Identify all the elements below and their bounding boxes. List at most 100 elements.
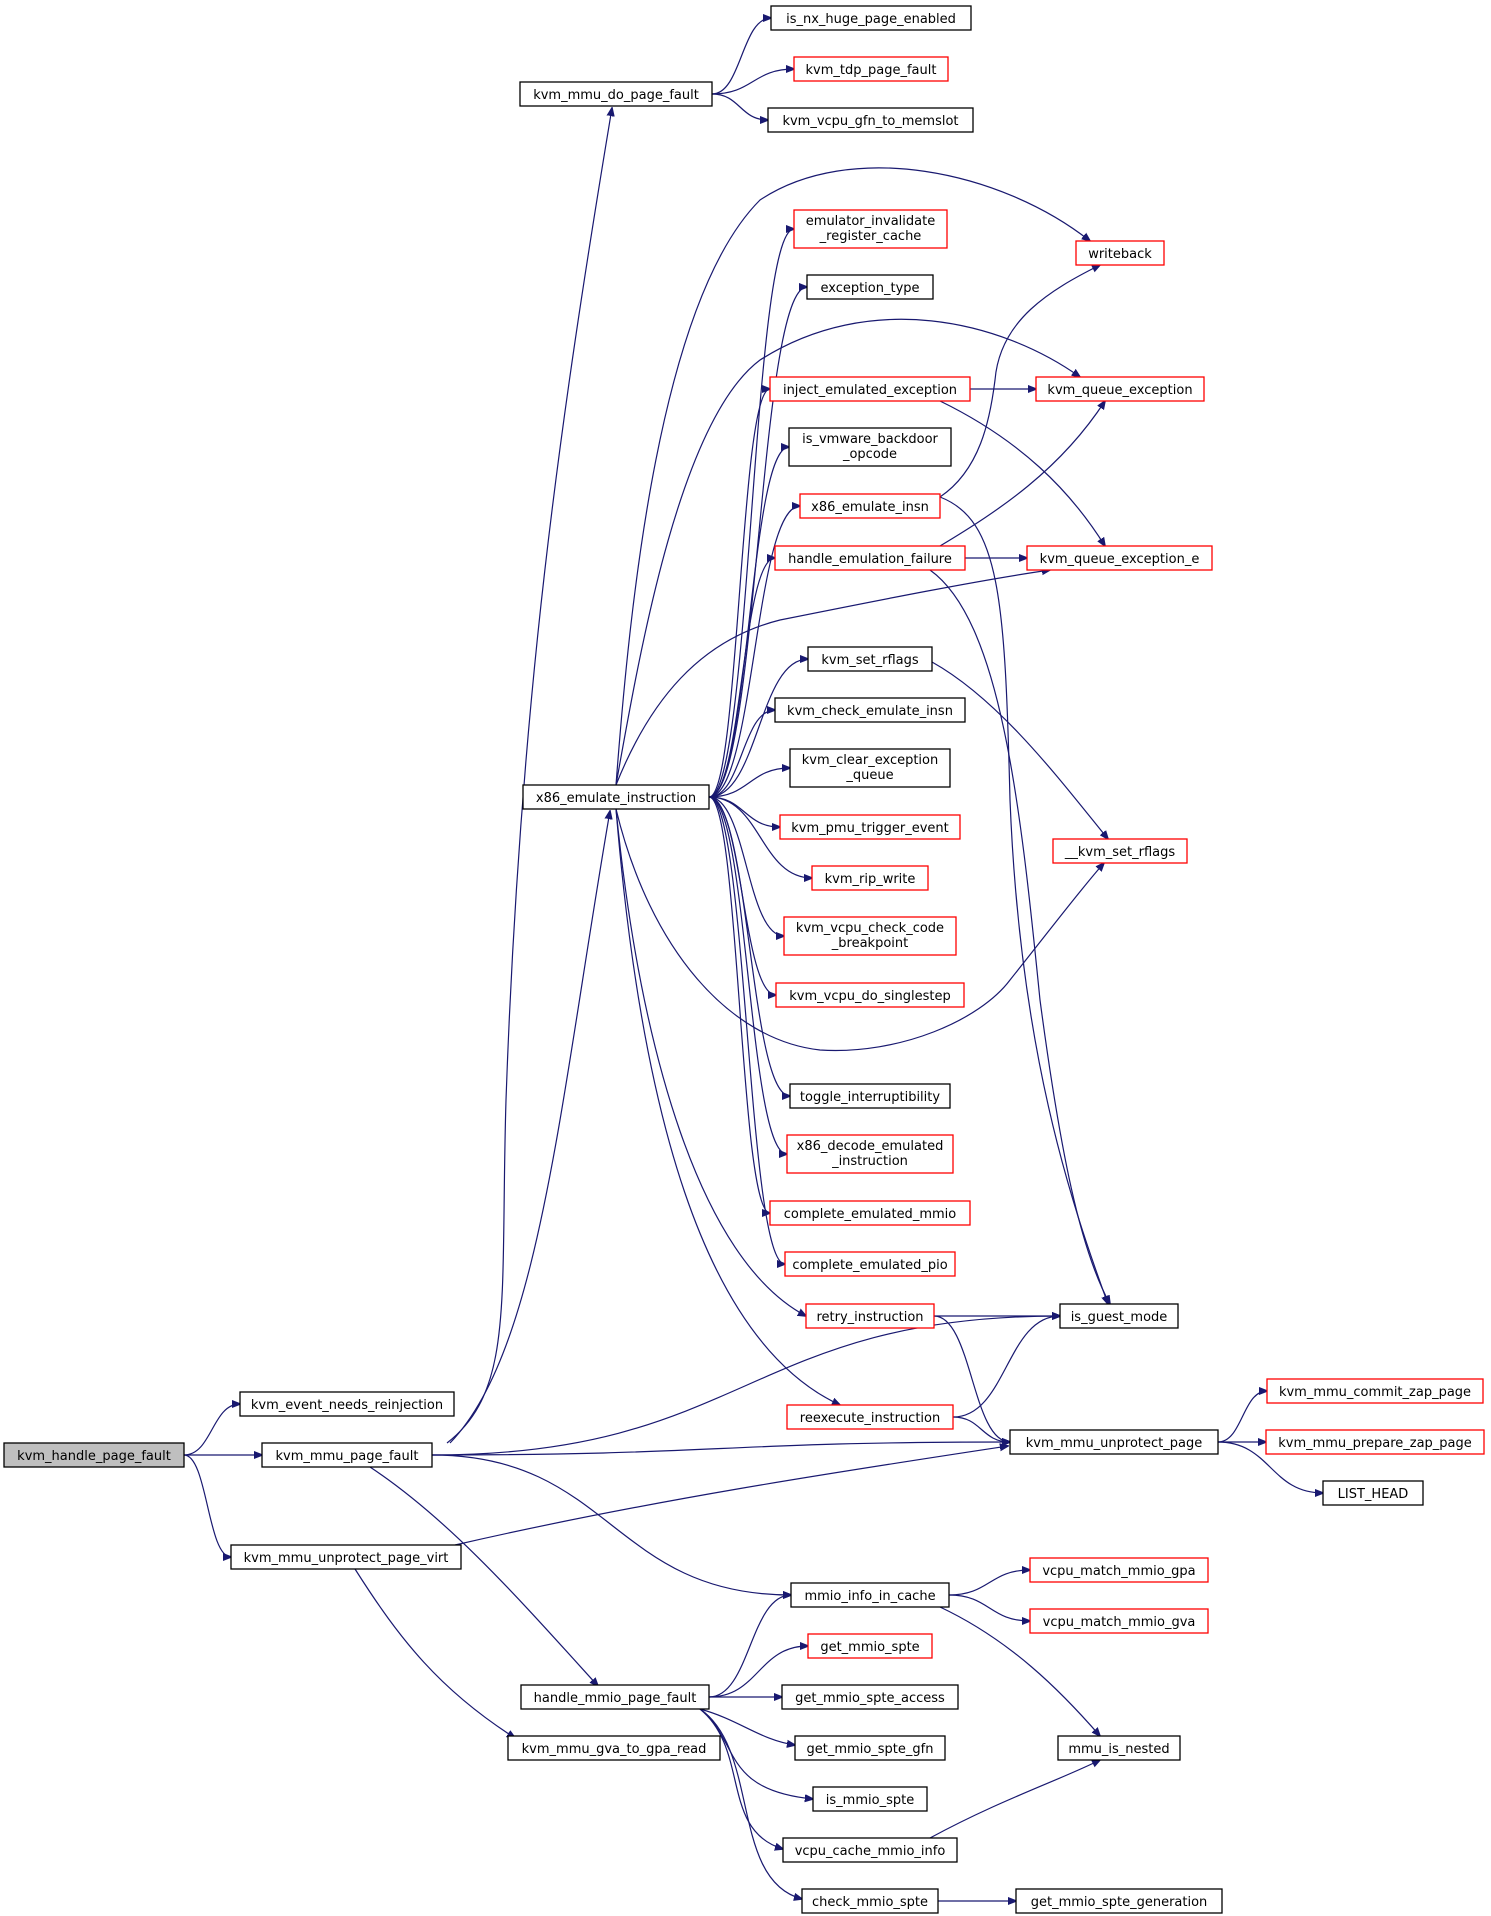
edge-mmio_info_in_cache-to-mmu_is_nested xyxy=(939,1606,1100,1736)
node-label: _opcode xyxy=(842,447,897,462)
node-box xyxy=(811,865,929,891)
node-box xyxy=(779,814,961,840)
edge-reexecute_instruction-to-kvm_mmu_unprotect_page xyxy=(952,1416,1010,1442)
node-label: is_guest_mode xyxy=(1071,1310,1168,1325)
node-box xyxy=(507,1735,721,1761)
edge-x86_emulate_instruction-to-x86_emulate_insn xyxy=(708,506,800,798)
edge-kvm_mmu_page_fault-to-x86_emulate_instruction xyxy=(449,811,610,1444)
node-mmio_info_in_cache[interactable]: mmio_info_in_cache xyxy=(790,1582,950,1608)
edge-x86_emulate_instruction-to-writeback xyxy=(615,167,1090,786)
node-kvm_rip_write[interactable]: kvm_rip_write xyxy=(811,865,929,891)
node-complete_emulated_pio[interactable]: complete_emulated_pio xyxy=(784,1251,956,1277)
node-x86_emulate_instruction[interactable]: x86_emulate_instruction xyxy=(522,784,710,810)
node-kvm_mmu_unprotect_page[interactable]: kvm_mmu_unprotect_page xyxy=(1009,1429,1219,1455)
node-get_mmio_spte_access[interactable]: get_mmio_spte_access xyxy=(781,1684,959,1710)
node-label: inject_emulated_exception xyxy=(783,383,957,398)
node-reexecute_instruction[interactable]: reexecute_instruction xyxy=(786,1404,954,1430)
node-kvm_mmu_prepare_zap_page[interactable]: kvm_mmu_prepare_zap_page xyxy=(1265,1429,1485,1455)
node-vcpu_cache_mmio_info[interactable]: vcpu_cache_mmio_info xyxy=(782,1837,958,1863)
node-kvm_check_emulate_insn[interactable]: kvm_check_emulate_insn xyxy=(774,697,966,723)
node-LIST_HEAD[interactable]: LIST_HEAD xyxy=(1322,1480,1424,1506)
edge-kvm_mmu_page_fault-to-handle_mmio_page_fault xyxy=(369,1466,598,1686)
node-kvm_mmu_gva_to_gpa_read[interactable]: kvm_mmu_gva_to_gpa_read xyxy=(507,1735,721,1761)
node-box xyxy=(230,1544,462,1570)
edge-kvm_mmu_page_fault-to-kvm_mmu_do_page_fault xyxy=(446,108,612,1444)
node-complete_emulated_mmio[interactable]: complete_emulated_mmio xyxy=(769,1200,971,1226)
node-kvm_vcpu_do_singlestep[interactable]: kvm_vcpu_do_singlestep xyxy=(775,982,965,1008)
node-vcpu_match_mmio_gva[interactable]: vcpu_match_mmio_gva xyxy=(1029,1608,1209,1634)
node-box xyxy=(520,1684,710,1710)
node-label: kvm_mmu_unprotect_page_virt xyxy=(244,1551,449,1566)
edge-handle_emulation_failure-to-is_guest_mode xyxy=(929,569,1110,1304)
node-toggle_interruptibility[interactable]: toggle_interruptibility xyxy=(789,1083,951,1109)
node-kvm_tdp_page_fault[interactable]: kvm_tdp_page_fault xyxy=(793,56,949,82)
node-box xyxy=(784,1251,956,1277)
node-label: vcpu_match_mmio_gva xyxy=(1043,1615,1196,1630)
node-mmu_is_nested[interactable]: mmu_is_nested xyxy=(1057,1735,1181,1761)
node-label: kvm_set_rflags xyxy=(821,653,919,668)
node-label: kvm_queue_exception_e xyxy=(1040,552,1200,567)
node-box xyxy=(1265,1429,1485,1455)
node-label: get_mmio_spte_access xyxy=(795,1691,945,1706)
node-kvm_vcpu_check_code_breakpoint[interactable]: kvm_vcpu_check_code_breakpoint xyxy=(783,916,957,956)
edge-x86_emulate_instruction-to-reexecute_instruction xyxy=(615,808,840,1405)
node-label: toggle_interruptibility xyxy=(800,1090,940,1105)
node-kvm_mmu_page_fault[interactable]: kvm_mmu_page_fault xyxy=(261,1442,433,1468)
node-get_mmio_spte_generation[interactable]: get_mmio_spte_generation xyxy=(1015,1888,1223,1914)
node-kvm_handle_page_fault[interactable]: kvm_handle_page_fault xyxy=(3,1442,185,1468)
node-is_vmware_backdoor_opcode[interactable]: is_vmware_backdoor_opcode xyxy=(788,427,952,467)
node-check_mmio_spte[interactable]: check_mmio_spte xyxy=(801,1888,939,1914)
node-box xyxy=(794,1735,946,1761)
edge-x86_emulate_instruction-to-kvm_queue_exception_e xyxy=(615,570,1050,786)
node-kvm_queue_exception[interactable]: kvm_queue_exception xyxy=(1035,376,1205,402)
node-get_mmio_spte_gfn[interactable]: get_mmio_spte_gfn xyxy=(794,1735,946,1761)
node-kvm_set_rflags[interactable]: kvm_set_rflags xyxy=(807,646,933,672)
node-kvm_mmu_commit_zap_page[interactable]: kvm_mmu_commit_zap_page xyxy=(1266,1378,1484,1404)
node-label: reexecute_instruction xyxy=(800,1411,940,1426)
node-retry_instruction[interactable]: retry_instruction xyxy=(805,1303,935,1329)
node-box xyxy=(774,545,966,571)
node-handle_emulation_failure[interactable]: handle_emulation_failure xyxy=(774,545,966,571)
node-box xyxy=(805,1303,935,1329)
node-box xyxy=(801,1888,939,1914)
edge-handle_mmio_page_fault-to-get_mmio_spte xyxy=(708,1646,808,1698)
node-label: kvm_rip_write xyxy=(825,872,916,887)
edges-layer xyxy=(183,18,1323,1901)
node-box xyxy=(1029,1608,1209,1634)
node-is_mmio_spte[interactable]: is_mmio_spte xyxy=(812,1786,928,1812)
node-is_guest_mode[interactable]: is_guest_mode xyxy=(1059,1303,1179,1329)
node-__kvm_set_rflags[interactable]: __kvm_set_rflags xyxy=(1052,838,1188,864)
node-handle_mmio_page_fault[interactable]: handle_mmio_page_fault xyxy=(520,1684,710,1710)
node-x86_emulate_insn[interactable]: x86_emulate_insn xyxy=(799,493,941,519)
node-kvm_mmu_do_page_fault[interactable]: kvm_mmu_do_page_fault xyxy=(519,81,713,107)
node-box xyxy=(1015,1888,1223,1914)
edge-kvm_mmu_do_page_fault-to-kvm_tdp_page_fault xyxy=(711,69,794,95)
node-x86_decode_emulated_instruction[interactable]: x86_decode_emulated_instruction xyxy=(786,1134,954,1174)
node-kvm_pmu_trigger_event[interactable]: kvm_pmu_trigger_event xyxy=(779,814,961,840)
node-kvm_event_needs_reinjection[interactable]: kvm_event_needs_reinjection xyxy=(239,1391,455,1417)
node-box xyxy=(788,427,952,467)
node-kvm_clear_exception_queue[interactable]: kvm_clear_exception_queue xyxy=(789,748,951,788)
node-label: complete_emulated_pio xyxy=(792,1258,947,1273)
node-label: get_mmio_spte xyxy=(820,1640,919,1655)
node-label: kvm_mmu_unprotect_page xyxy=(1026,1436,1203,1451)
edge-inject_emulated_exception-to-kvm_queue_exception_e xyxy=(939,400,1105,546)
edge-x86_emulate_instruction-to-kvm_clear_exception_queue xyxy=(708,768,790,798)
node-inject_emulated_exception[interactable]: inject_emulated_exception xyxy=(769,376,971,402)
node-kvm_vcpu_gfn_to_memslot[interactable]: kvm_vcpu_gfn_to_memslot xyxy=(767,107,974,133)
edge-x86_emulate_instruction-to-complete_emulated_mmio xyxy=(708,796,770,1213)
node-kvm_mmu_unprotect_page_virt[interactable]: kvm_mmu_unprotect_page_virt xyxy=(230,1544,462,1570)
node-get_mmio_spte[interactable]: get_mmio_spte xyxy=(807,1633,933,1659)
node-is_nx_huge_page_enabled[interactable]: is_nx_huge_page_enabled xyxy=(770,5,972,31)
node-label: x86_decode_emulated xyxy=(797,1139,944,1154)
node-kvm_queue_exception_e[interactable]: kvm_queue_exception_e xyxy=(1026,545,1213,571)
node-box xyxy=(786,1134,954,1174)
node-exception_type[interactable]: exception_type xyxy=(806,274,934,300)
node-box xyxy=(261,1442,433,1468)
node-emulator_invalidate_register_cache[interactable]: emulator_invalidate_register_cache xyxy=(793,209,948,249)
node-vcpu_match_mmio_gpa[interactable]: vcpu_match_mmio_gpa xyxy=(1029,1557,1209,1583)
node-label: kvm_handle_page_fault xyxy=(17,1449,171,1464)
node-label: _register_cache xyxy=(819,229,922,244)
node-writeback[interactable]: writeback xyxy=(1075,240,1165,266)
node-label: kvm_mmu_gva_to_gpa_read xyxy=(522,1742,707,1757)
